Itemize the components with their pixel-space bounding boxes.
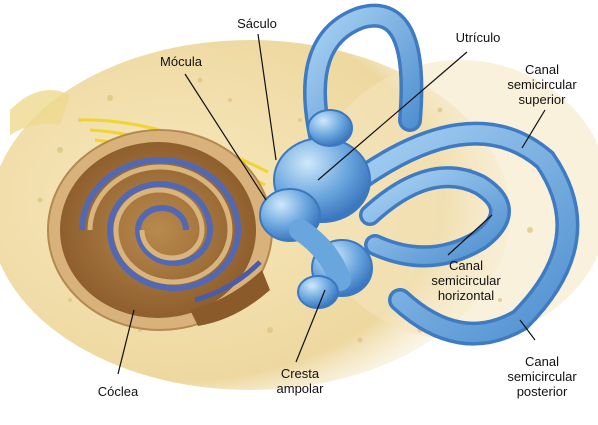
cochlea: [47, 129, 273, 331]
label-saculo: Sáculo: [237, 16, 277, 31]
utriculo-leader: [317, 51, 468, 181]
saculo-leader: [257, 33, 277, 161]
mocula-leader: [184, 73, 267, 201]
canal-posterior-leader: [519, 319, 536, 341]
cresta-ampolar-leader: [295, 289, 326, 363]
label-coclea: Cóclea: [97, 384, 139, 399]
vestibular-labyrinth: [259, 3, 580, 346]
label-canal-semicircular-posterior: Canal semicircular posterior: [507, 354, 577, 399]
label-canal-semicircular-horizontal: Canal semicircular horizontal: [431, 258, 501, 303]
label-canal-semicircular-superior: Canal semicircular superior: [507, 62, 577, 107]
canal-superior-leader: [521, 109, 546, 149]
label-mocula: Mócula: [160, 54, 202, 69]
label-cresta-ampolar: Cresta ampolar: [276, 366, 324, 396]
canal-horizontal-leader: [447, 214, 493, 256]
coclea-leader: [117, 309, 135, 375]
leader-lines: [117, 33, 546, 375]
label-utriculo: Utrículo: [455, 30, 501, 45]
